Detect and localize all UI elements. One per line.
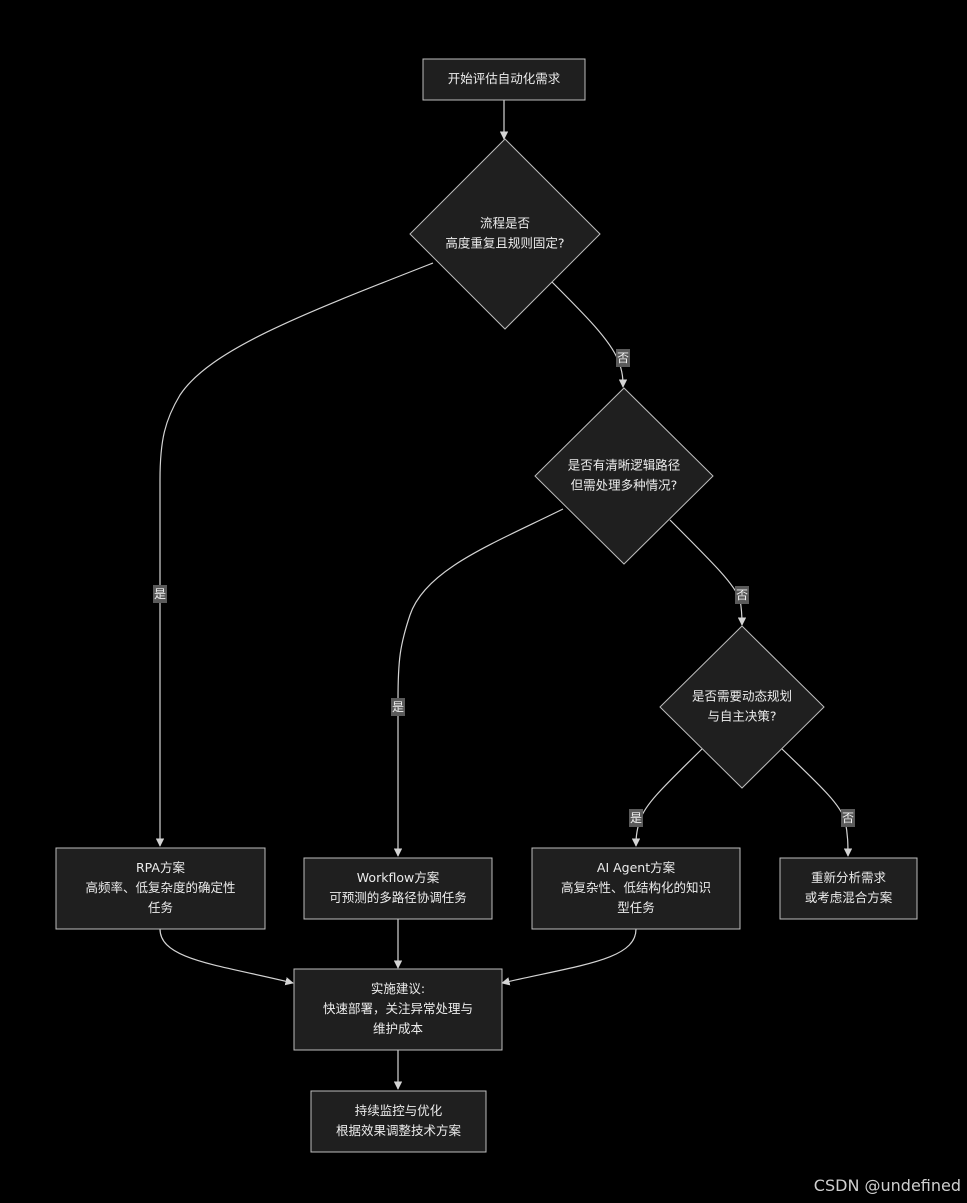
edge-label-q1-yes: 是: [153, 585, 167, 603]
edge-agent-to-impl: [501, 928, 637, 986]
edge-label-q2-no-text: 否: [736, 588, 748, 602]
node-start-box: [422, 58, 586, 101]
node-start-line: 开始评估自动化需求: [448, 71, 561, 86]
edge-label-q1-no-text: 否: [617, 351, 629, 365]
edge-q3-no-to-reanalyze: [781, 748, 853, 857]
node-monitor-line: 持续监控与优化: [355, 1103, 443, 1118]
edge-label-q1-no: 否: [616, 349, 630, 367]
node-q1-diamond: [409, 138, 601, 330]
node-impl-line: 实施建议:: [371, 981, 425, 996]
edge-label-q2-no: 否: [735, 586, 749, 604]
watermark: CSDN @undefined: [813, 1176, 961, 1195]
node-q1-line: 高度重复且规则固定?: [445, 236, 564, 251]
node-agent-box: [531, 847, 741, 930]
node-q2-line: 是否有清晰逻辑路径: [568, 458, 681, 473]
edge-labels: 是 否 是 否 是 否: [153, 349, 855, 827]
node-agent-line: AI Agent方案: [597, 860, 676, 875]
edge-label-q3-no-text: 否: [842, 811, 854, 825]
node-q3-diamond: [659, 625, 825, 789]
edge-q1-no-to-q2: [551, 281, 628, 388]
edge-q3-yes-to-agent: [631, 748, 703, 847]
node-q3-line: 与自主决策?: [707, 709, 776, 724]
edge-q2-yes-to-workflow: [393, 508, 564, 857]
node-q2-diamond: [534, 387, 714, 565]
node-workflow-line: 可预测的多路径协调任务: [329, 890, 467, 905]
edge-label-q2-yes: 是: [391, 698, 405, 716]
node-impl-line: 快速部署，关注异常处理与: [323, 1001, 473, 1016]
node-reanalyze-box: [779, 857, 918, 920]
edge-q1-yes-to-rpa: [155, 262, 434, 847]
node-rpa-line: 任务: [148, 900, 173, 915]
edge-label-q3-no: 否: [841, 809, 855, 827]
node-reanalyze-line: 或考虑混合方案: [805, 890, 893, 905]
edge-label-q2-yes-text: 是: [392, 700, 404, 714]
node-rpa-line: RPA方案: [136, 860, 185, 875]
edge-rpa-to-impl: [159, 928, 294, 986]
node-workflow-line: Workflow方案: [357, 870, 440, 885]
node-monitor-line: 根据效果调整技术方案: [336, 1123, 462, 1138]
node-impl-box: [293, 968, 503, 1051]
node-agent-line: 型任务: [617, 900, 655, 915]
node-impl-line: 维护成本: [373, 1021, 424, 1036]
node-q1-line: 流程是否: [480, 216, 530, 231]
node-rpa-box: [55, 847, 266, 930]
edge-q2-no-to-q3: [669, 519, 747, 626]
node-start-text: 开始评估自动化需求: [448, 71, 561, 86]
edge-label-q1-yes-text: 是: [154, 587, 166, 601]
node-monitor-box: [310, 1090, 487, 1153]
node-agent-line: 高复杂性、低结构化的知识: [561, 880, 711, 895]
node-q3-line: 是否需要动态规划: [692, 689, 792, 704]
edge-label-q3-yes-text: 是: [630, 811, 642, 825]
node-workflow-box: [303, 857, 493, 920]
node-q2-line: 但需处理多种情况?: [571, 478, 678, 493]
node-rpa-line: 高频率、低复杂度的确定性: [85, 880, 235, 895]
node-reanalyze-line: 重新分析需求: [811, 870, 887, 885]
edge-label-q3-yes: 是: [629, 809, 643, 827]
